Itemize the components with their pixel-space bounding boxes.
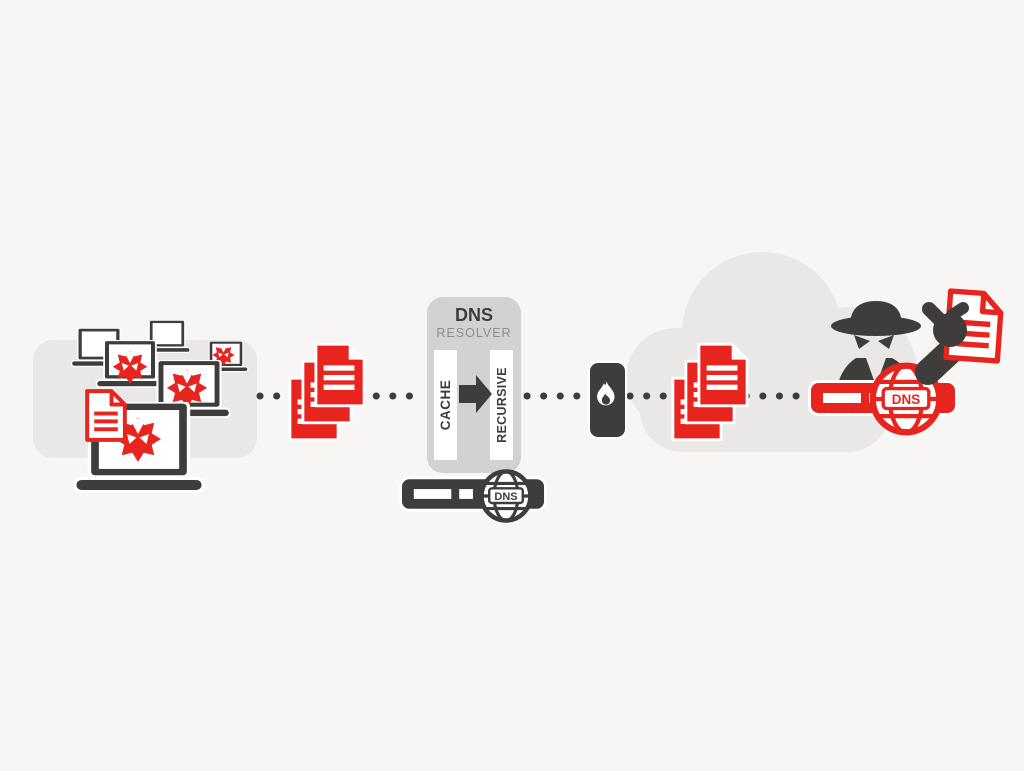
- attacker-finger: [946, 302, 969, 321]
- document-icon: [314, 342, 366, 408]
- recursive-label: RECURSIVE: [495, 367, 509, 443]
- attacker-globe-label: DNS: [892, 392, 921, 407]
- resolver-globe-label: DNS: [494, 491, 517, 503]
- documents-stack-outbound: [288, 342, 366, 442]
- recursive-column: [490, 350, 513, 460]
- attacker-collar: [866, 358, 886, 386]
- attacker-eye: [878, 335, 894, 349]
- stolen-document-icon: [85, 389, 127, 442]
- dns-resolver-box: DNS RESOLVER CACHE RECURSIVE: [427, 297, 521, 473]
- flame-icon: [597, 381, 615, 406]
- document-icon: [697, 342, 749, 408]
- attacker-thumb: [922, 302, 948, 328]
- firewall-icon: [588, 361, 627, 439]
- attacker-hat-brim: [831, 316, 921, 336]
- dns-server-icon: DNS: [399, 472, 547, 521]
- attacker-eye: [854, 335, 870, 349]
- malicious-dns-server-icon: DNS: [808, 366, 958, 433]
- cache-label: CACHE: [438, 380, 453, 431]
- forward-arrow-icon: [459, 375, 492, 413]
- cache-column: [434, 350, 457, 460]
- resolver-subtitle: RESOLVER: [436, 326, 511, 340]
- resolver-title: DNS: [455, 305, 493, 325]
- attacker-hand-with-document: [915, 291, 1002, 385]
